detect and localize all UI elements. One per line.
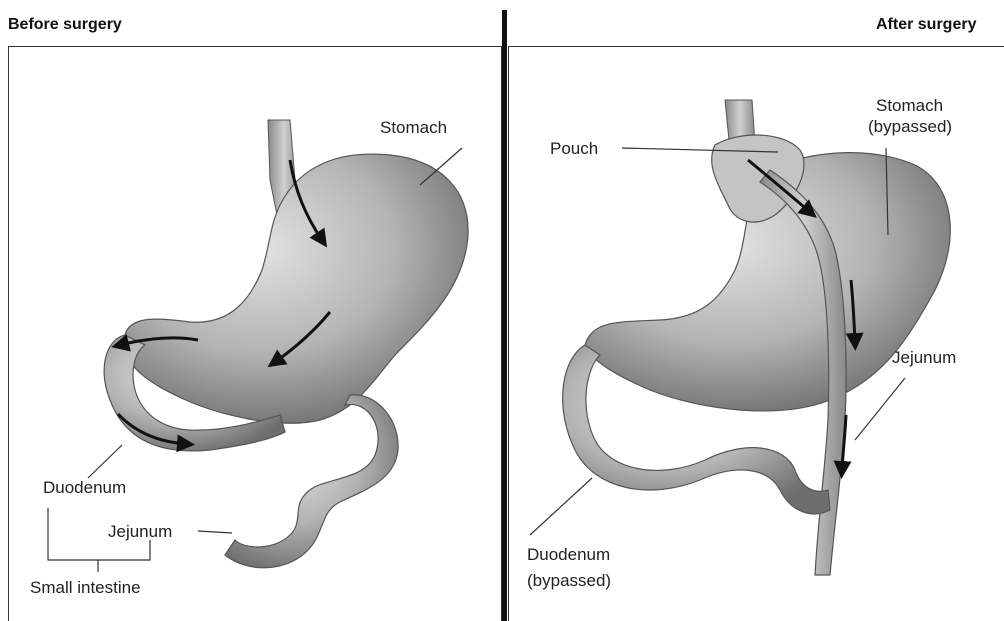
duodenum-label: Duodenum: [43, 478, 126, 498]
duodenum-leader-line: [88, 445, 122, 478]
duodenum-bypassed-leader-line: [530, 478, 592, 535]
stomach-bypassed-label-line1: Stomach: [876, 96, 943, 116]
stomach-bypassed-label-line2: (bypassed): [868, 117, 952, 137]
jejunum-label: Jejunum: [892, 348, 956, 368]
jejunum-label: Jejunum: [108, 522, 172, 542]
jejunum-leader-line: [198, 531, 232, 533]
before-stomach: [124, 154, 468, 423]
duodenum-bypassed-label-line1: Duodenum: [527, 545, 610, 565]
small-intestine-label: Small intestine: [30, 578, 141, 598]
pouch-label: Pouch: [550, 139, 598, 159]
duodenum-bypassed-label-line2: (bypassed): [527, 571, 611, 591]
stomach-label: Stomach: [380, 118, 447, 138]
jejunum-leader-line: [855, 378, 905, 440]
